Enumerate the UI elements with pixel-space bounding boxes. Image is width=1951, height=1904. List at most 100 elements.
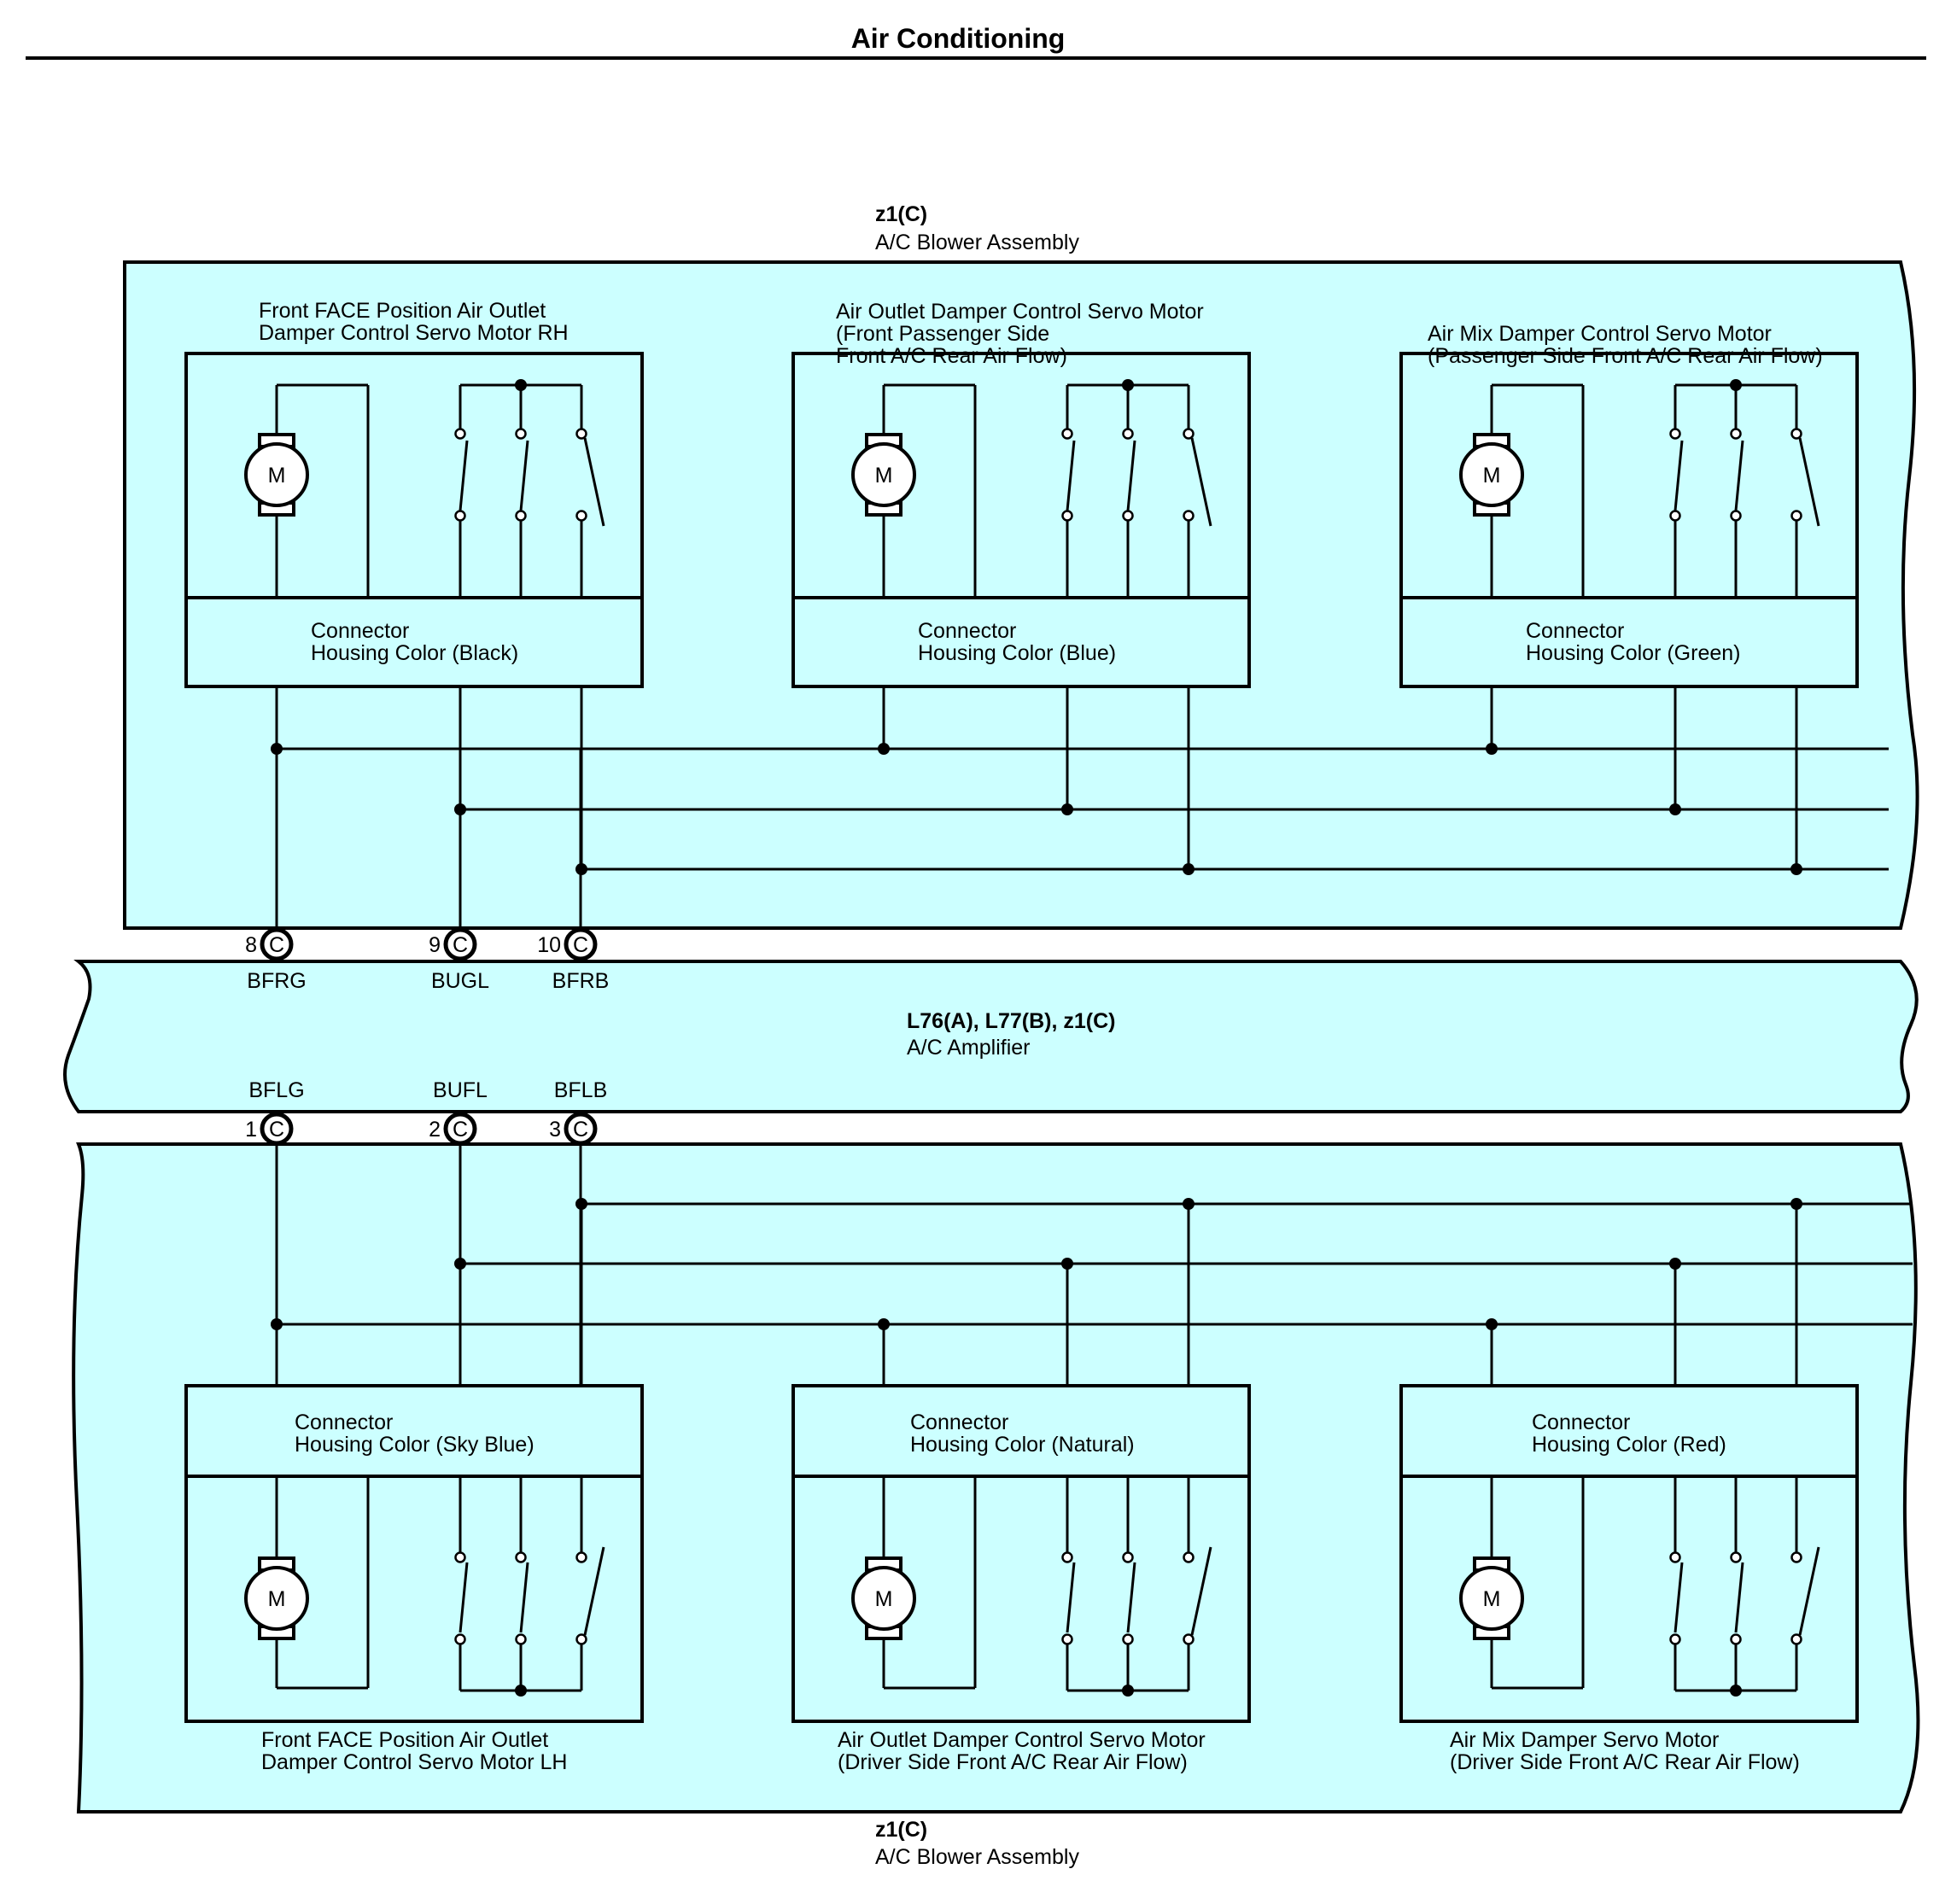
ac-amplifier-panel — [63, 960, 1919, 1113]
connector-box — [791, 596, 1251, 688]
switch-contact — [1790, 510, 1802, 522]
switch-blade — [459, 1562, 469, 1633]
unit-title: (Passenger Side Front A/C Rear Air Flow) — [1428, 344, 1823, 368]
unit-title: Front FACE Position Air Outlet — [259, 299, 546, 323]
motor-label: M — [268, 1587, 286, 1611]
unit-title: Front A/C Rear Air Flow) — [836, 344, 1067, 368]
switch-blade — [1798, 1546, 1820, 1636]
switch-contact — [1790, 1633, 1802, 1645]
junction-dot — [1790, 1198, 1802, 1210]
amplifier-code: L76(A), L77(B), z1(C) — [907, 1009, 1115, 1033]
switch-contact — [1061, 1551, 1073, 1563]
junction-dot — [1061, 1258, 1073, 1270]
connector-label: Housing Color (Sky Blue) — [295, 1433, 534, 1457]
top-pin-connector: C — [269, 933, 284, 957]
switch-contact — [1730, 510, 1742, 522]
switch-contact — [454, 428, 466, 440]
connector-label: Housing Color (Natural) — [910, 1433, 1135, 1457]
switch-blade — [519, 440, 529, 511]
top-pin-number: 8 — [245, 933, 257, 957]
junction-dot — [1790, 863, 1802, 875]
switch-contact — [1183, 510, 1195, 522]
signal-buses — [271, 686, 1913, 1386]
top-servo-unit: Air Mix Damper Control Servo Motor(Passe… — [1399, 322, 1859, 688]
bottom-pin-signal: BUFL — [433, 1078, 488, 1102]
bottom-pin-connector: C — [269, 1118, 284, 1142]
top-assembly-name: A/C Blower Assembly — [875, 231, 1079, 254]
top-pin-signal: BFRG — [247, 969, 306, 993]
bottom-pin-signal: BFLB — [554, 1078, 608, 1102]
switch-contact — [1790, 1551, 1802, 1563]
motor-icon — [1459, 442, 1524, 507]
switch-blade — [459, 440, 469, 511]
switch-contact — [1122, 510, 1134, 522]
switch-contact — [1669, 510, 1681, 522]
motor-label: M — [268, 464, 286, 488]
connector-box — [1399, 596, 1859, 688]
bottom-pin-connector: C — [453, 1118, 468, 1142]
junction-dot — [878, 743, 890, 755]
switch-blade — [1126, 1562, 1136, 1633]
switch-contact — [1669, 1633, 1681, 1645]
switch-contact — [575, 510, 587, 522]
unit-title: Air Mix Damper Servo Motor — [1450, 1728, 1719, 1752]
switch-blade — [1734, 440, 1744, 511]
bottom-pin-number: 3 — [549, 1118, 561, 1142]
top-pin-number: 10 — [537, 933, 561, 957]
bottom-pin-number: 1 — [245, 1118, 257, 1142]
switch-contact — [515, 428, 527, 440]
motor-icon — [244, 442, 309, 507]
top-assembly-code: z1(C) — [875, 202, 927, 226]
bottom-pin-connector: C — [573, 1118, 588, 1142]
unit-title: (Driver Side Front A/C Rear Air Flow) — [838, 1750, 1188, 1774]
motor-label: M — [875, 1587, 893, 1611]
junction-dot — [878, 1318, 890, 1330]
connector-label: Housing Color (Green) — [1526, 641, 1741, 665]
page-title: Air Conditioning — [851, 23, 1066, 54]
junction-dot — [1486, 1318, 1498, 1330]
junction-dot — [1183, 1198, 1195, 1210]
unit-title: Air Mix Damper Control Servo Motor — [1428, 322, 1772, 346]
servo-motor-box — [1399, 1475, 1859, 1723]
bottom-assembly-name: A/C Blower Assembly — [875, 1845, 1079, 1869]
top-pin-connector: C — [453, 933, 468, 957]
junction-dot — [1061, 803, 1073, 815]
motor-label: M — [1483, 1587, 1501, 1611]
switch-blade — [1066, 440, 1076, 511]
switch-contact — [454, 510, 466, 522]
connector-label: Connector — [295, 1410, 393, 1434]
switch-blade — [1674, 440, 1684, 511]
switch-contact — [1730, 1551, 1742, 1563]
unit-title: Damper Control Servo Motor LH — [261, 1750, 567, 1774]
top-pin-signal: BUGL — [431, 969, 489, 993]
switch-contact — [1730, 428, 1742, 440]
switch-contact — [1061, 1633, 1073, 1645]
switch-contact — [1061, 510, 1073, 522]
switch-contact — [1669, 428, 1681, 440]
switch-contact — [1183, 1633, 1195, 1645]
junction-dot — [1183, 863, 1195, 875]
switch-contact — [1183, 1551, 1195, 1563]
top-servo-unit: Air Outlet Damper Control Servo Motor(Fr… — [791, 300, 1251, 688]
top-pin-connector: C — [573, 933, 588, 957]
switch-contact — [515, 510, 527, 522]
switch-contact — [1183, 428, 1195, 440]
bottom-pin-signal: BFLG — [248, 1078, 304, 1102]
motor-icon — [1459, 1566, 1524, 1631]
switch-blade — [1066, 1562, 1076, 1633]
amplifier-name: A/C Amplifier — [907, 1036, 1030, 1060]
connector-label: Housing Color (Red) — [1532, 1433, 1726, 1457]
switch-contact — [1122, 1633, 1134, 1645]
unit-title: (Front Passenger Side — [836, 322, 1049, 346]
connector-box — [184, 596, 644, 688]
junction-dot — [1669, 803, 1681, 815]
motor-icon — [244, 1566, 309, 1631]
switch-blade — [1734, 1562, 1744, 1633]
bottom-pin-number: 2 — [429, 1118, 441, 1142]
switch-blade — [1798, 437, 1820, 527]
switch-contact — [1730, 1633, 1742, 1645]
